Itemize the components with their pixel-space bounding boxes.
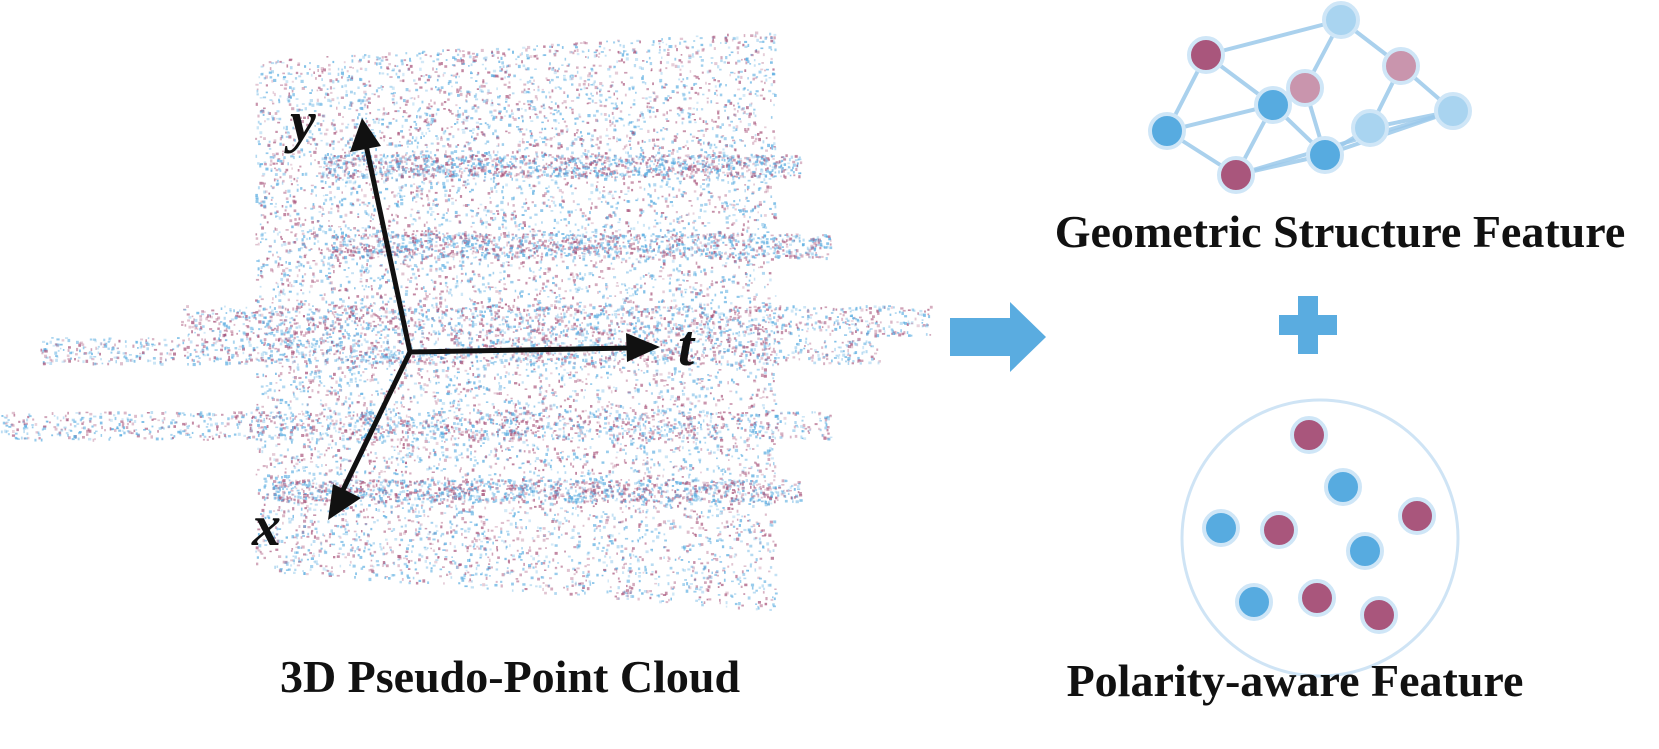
polarity-node (1346, 532, 1384, 570)
graph-edge (1205, 18, 1342, 57)
t-axis (409, 345, 631, 355)
polarity-circle-boundary (1180, 398, 1460, 678)
polarity-node (1360, 596, 1398, 634)
polarity-node (1324, 468, 1362, 506)
right-arrow (950, 302, 1046, 372)
graph-node (1434, 92, 1472, 130)
axes (328, 118, 660, 520)
t-axis-arrowhead (626, 333, 660, 362)
polarity-node (1398, 497, 1436, 535)
t-axis-label: t (678, 313, 695, 378)
plus-sign (1279, 296, 1337, 354)
point-cloud-caption: 3D Pseudo-Point Cloud (279, 651, 741, 702)
geometric-feature-caption: Geometric Structure Feature (1054, 206, 1626, 257)
polarity-feature-caption: Polarity-aware Feature (1066, 655, 1524, 706)
y-axis (363, 144, 413, 353)
point-cloud (0, 31, 933, 611)
y-axis-label: y (290, 89, 316, 154)
x-axis-label: x (252, 493, 281, 558)
y-axis-arrowhead (350, 118, 381, 152)
graph-node (1148, 112, 1186, 150)
polarity-node (1202, 509, 1240, 547)
graph-node (1306, 136, 1344, 174)
polarity-node (1290, 416, 1328, 454)
polarity-node (1260, 511, 1298, 549)
graph-nodes (1148, 1, 1472, 194)
graph-node (1351, 109, 1389, 147)
polarity-node (1235, 583, 1273, 621)
graph-node (1322, 1, 1360, 39)
graph-node (1286, 69, 1324, 107)
x-axis-arrowhead (328, 484, 361, 520)
graph-node (1187, 36, 1225, 74)
polarity-node (1298, 579, 1336, 617)
polarity-nodes (1202, 416, 1436, 634)
graph-node (1217, 156, 1255, 194)
graph-edge (1235, 109, 1454, 177)
graph-node (1382, 47, 1420, 85)
graph-node (1254, 86, 1292, 124)
x-axis (339, 350, 413, 494)
